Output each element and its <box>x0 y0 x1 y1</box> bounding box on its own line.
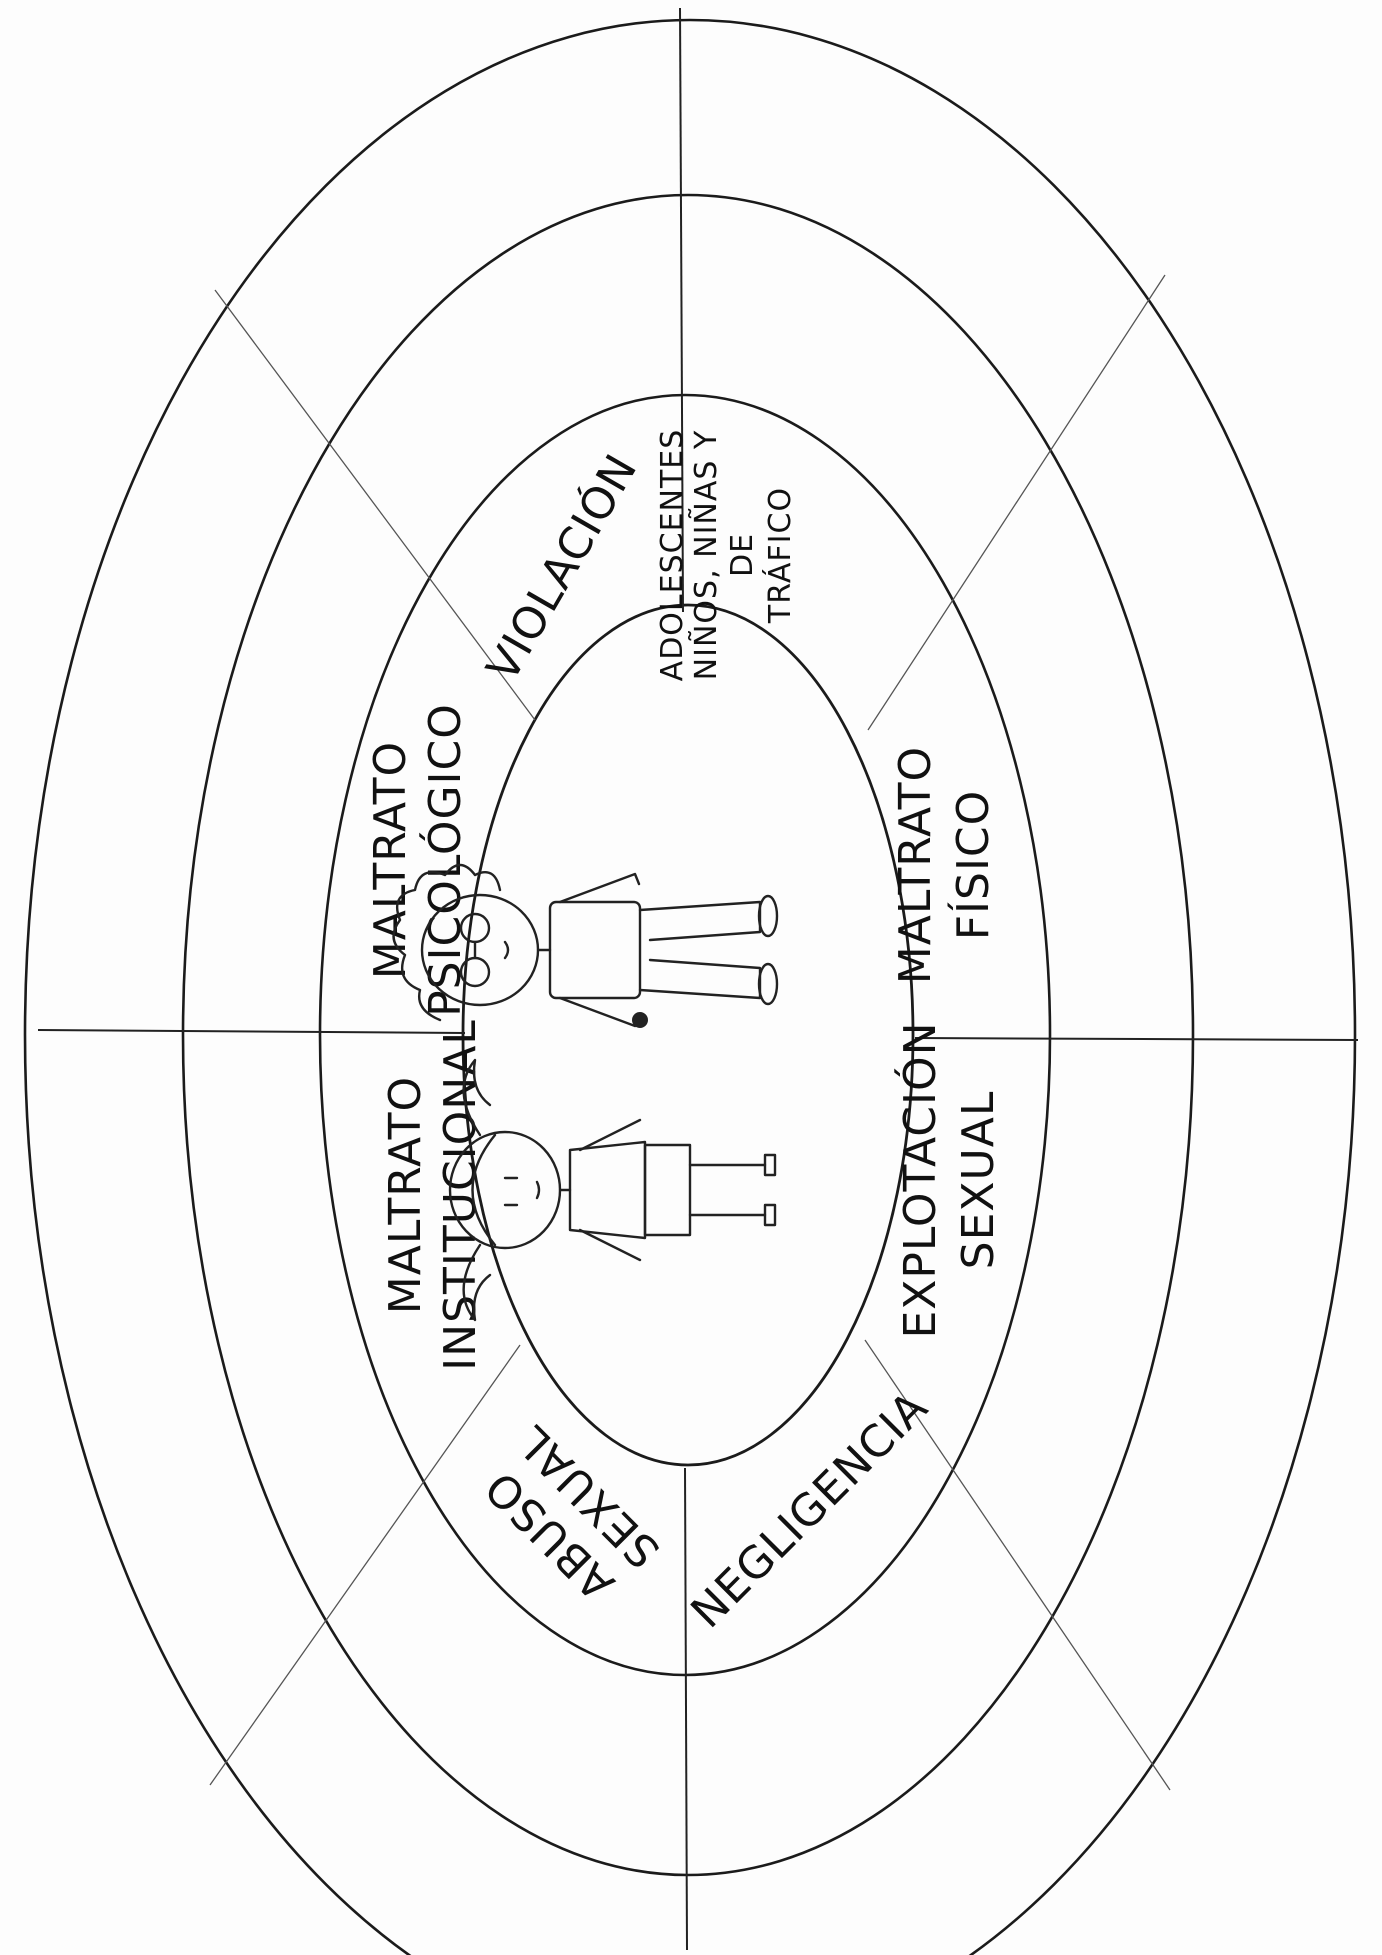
svg-text:DE: DE <box>725 533 760 577</box>
label-maltrato-institucional: MALTRATO INSTITUCIONAL <box>380 1019 486 1371</box>
outer-ring <box>25 20 1355 1955</box>
svg-text:EXPLOTACIÓN: EXPLOTACIÓN <box>893 1021 946 1338</box>
label-explotacion-sexual: EXPLOTACIÓN SEXUAL <box>893 1021 1004 1338</box>
svg-text:INSTITUCIONAL: INSTITUCIONAL <box>435 1019 486 1371</box>
label-trafico: TRÁFICO DE NIÑOS, NIÑAS Y ADOLESCENTES <box>655 429 798 682</box>
girl-figure <box>450 1060 775 1320</box>
spoke-bottom <box>685 1468 687 1950</box>
svg-text:ADOLESCENTES: ADOLESCENTES <box>655 429 690 682</box>
label-maltrato-psicologico: MALTRATO PSICOLÓGICO <box>365 703 471 1017</box>
svg-text:MALTRATO: MALTRATO <box>890 746 941 984</box>
svg-text:MALTRATO: MALTRATO <box>365 741 416 979</box>
spoke-top-right <box>868 275 1165 730</box>
spoke-left <box>38 1030 465 1033</box>
svg-text:NEGLIGENCIA: NEGLIGENCIA <box>681 1381 938 1638</box>
spoke-right <box>915 1038 1358 1040</box>
label-maltrato-fisico: MALTRATO FÍSICO <box>890 746 999 984</box>
label-negligencia: NEGLIGENCIA <box>681 1381 938 1638</box>
spoke-bottom-left <box>210 1345 520 1785</box>
svg-text:TRÁFICO: TRÁFICO <box>762 487 798 624</box>
svg-text:SEXUAL: SEXUAL <box>953 1091 1004 1270</box>
svg-text:NIÑOS, NIÑAS Y: NIÑOS, NIÑAS Y <box>688 430 724 681</box>
svg-text:MALTRATO: MALTRATO <box>380 1076 431 1314</box>
svg-text:FÍSICO: FÍSICO <box>946 790 999 941</box>
inner-ring <box>463 605 913 1465</box>
